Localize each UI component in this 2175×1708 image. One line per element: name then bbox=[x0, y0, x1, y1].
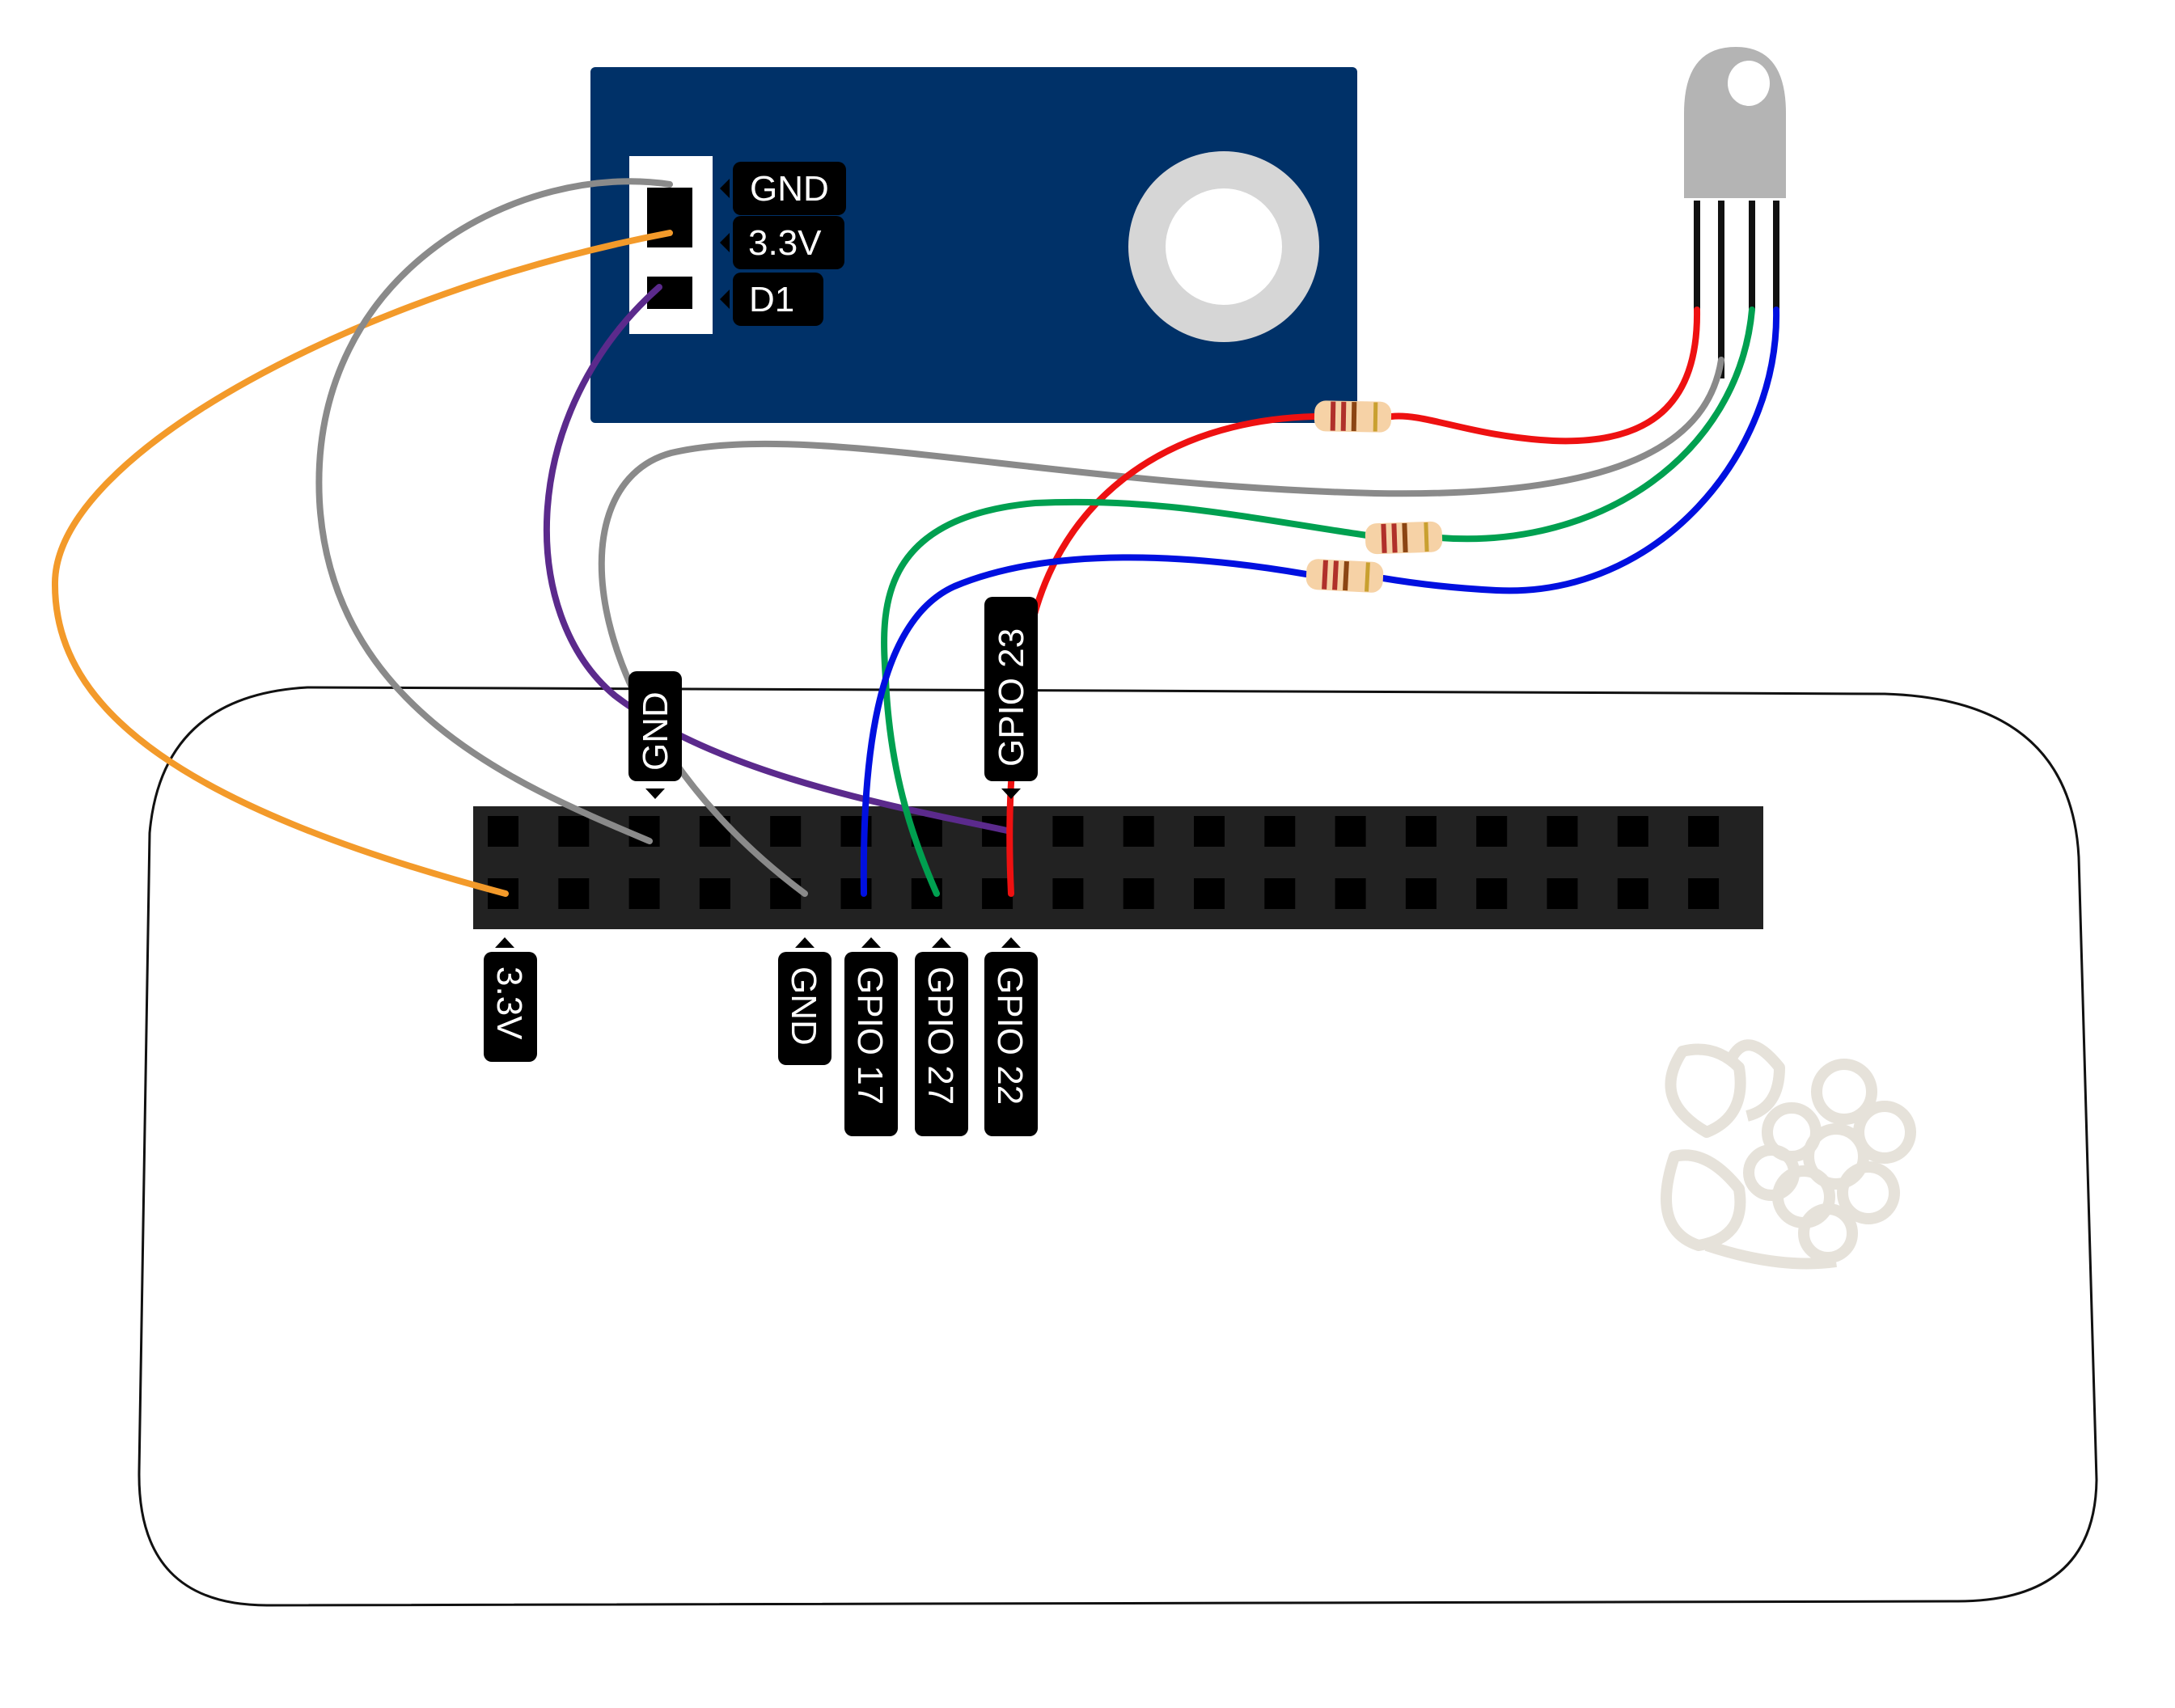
svg-text:GND: GND bbox=[750, 169, 829, 209]
header-pin-hole bbox=[1052, 878, 1084, 909]
header-label-3v3: 3.3V bbox=[484, 937, 537, 1062]
header-pin-hole bbox=[1123, 816, 1154, 847]
header-pin-hole bbox=[1405, 816, 1437, 847]
header-pin-hole bbox=[770, 816, 802, 847]
sensor-label-3v3: 3.3V bbox=[720, 216, 844, 269]
wire-green-gpio bbox=[881, 498, 1370, 897]
wire-purple-d1 bbox=[543, 284, 1010, 834]
header-pin-hole bbox=[488, 816, 518, 847]
wire-green-led bbox=[1437, 307, 1755, 543]
header-label-gpio22: GPIO 22 bbox=[984, 937, 1038, 1136]
header-pin-hole bbox=[558, 878, 590, 909]
rgb-led bbox=[1684, 47, 1786, 378]
resistor-green bbox=[1365, 521, 1443, 555]
wire-gray-gnd-top bbox=[315, 178, 673, 844]
svg-text:GPIO 27: GPIO 27 bbox=[920, 966, 960, 1105]
svg-text:GPIO 22: GPIO 22 bbox=[990, 966, 1030, 1105]
sensor-label-gnd: GND bbox=[720, 162, 846, 215]
header-label-gpio23: GPIO 23 bbox=[984, 597, 1038, 799]
header-pin-hole bbox=[628, 878, 660, 909]
wire-orange-3v3 bbox=[51, 230, 673, 897]
resistor-red bbox=[1314, 400, 1392, 433]
gpio-pin-holes bbox=[488, 816, 1720, 909]
svg-text:GPIO 17: GPIO 17 bbox=[850, 966, 890, 1105]
header-pin-hole bbox=[1335, 816, 1366, 847]
svg-text:D1: D1 bbox=[749, 280, 794, 319]
raspberry-logo bbox=[1661, 1039, 1916, 1270]
header-pin-hole bbox=[1123, 878, 1154, 909]
header-pin-hole bbox=[1617, 878, 1648, 909]
header-label-gpio17: GPIO 17 bbox=[844, 937, 898, 1136]
header-pin-hole bbox=[1264, 816, 1296, 847]
header-pin-hole bbox=[1335, 878, 1366, 909]
header-label-gpio27: GPIO 27 bbox=[915, 937, 968, 1136]
sensor-label-d1: D1 bbox=[720, 273, 823, 326]
header-pin-hole bbox=[699, 878, 730, 909]
svg-text:GPIO 23: GPIO 23 bbox=[992, 628, 1031, 767]
wire-gray-gnd-bottom bbox=[598, 357, 1724, 897]
header-pin-hole bbox=[1547, 878, 1578, 909]
header-pin-hole bbox=[1264, 878, 1296, 909]
sensor-dome-inner bbox=[1166, 188, 1282, 305]
header-pin-hole bbox=[1617, 816, 1648, 847]
sensor-module-board bbox=[590, 67, 1357, 423]
resistor-blue bbox=[1305, 559, 1384, 593]
wire-blue-gpio bbox=[860, 554, 1310, 897]
header-pin-hole bbox=[1194, 816, 1225, 847]
svg-text:GND: GND bbox=[784, 966, 823, 1046]
header-pin-hole bbox=[1052, 816, 1084, 847]
header-pin-hole bbox=[1476, 878, 1508, 909]
svg-text:3.3V: 3.3V bbox=[489, 966, 529, 1040]
header-pin-hole bbox=[558, 816, 590, 847]
header-pin-hole bbox=[1688, 878, 1720, 909]
sensor-pin-gnd bbox=[647, 188, 692, 220]
header-pin-hole bbox=[1547, 816, 1578, 847]
header-pin-hole bbox=[1688, 816, 1720, 847]
header-pin-hole bbox=[1476, 816, 1508, 847]
wire-blue-led bbox=[1380, 307, 1780, 594]
wire-red-led bbox=[1388, 307, 1701, 445]
header-pin-hole bbox=[1405, 878, 1437, 909]
svg-text:3.3V: 3.3V bbox=[748, 223, 822, 263]
header-label-gnd-bottom: GND bbox=[778, 937, 831, 1065]
header-label-gnd-top: GND bbox=[628, 671, 682, 799]
header-pin-hole bbox=[1194, 878, 1225, 909]
svg-text:GND: GND bbox=[636, 691, 675, 771]
